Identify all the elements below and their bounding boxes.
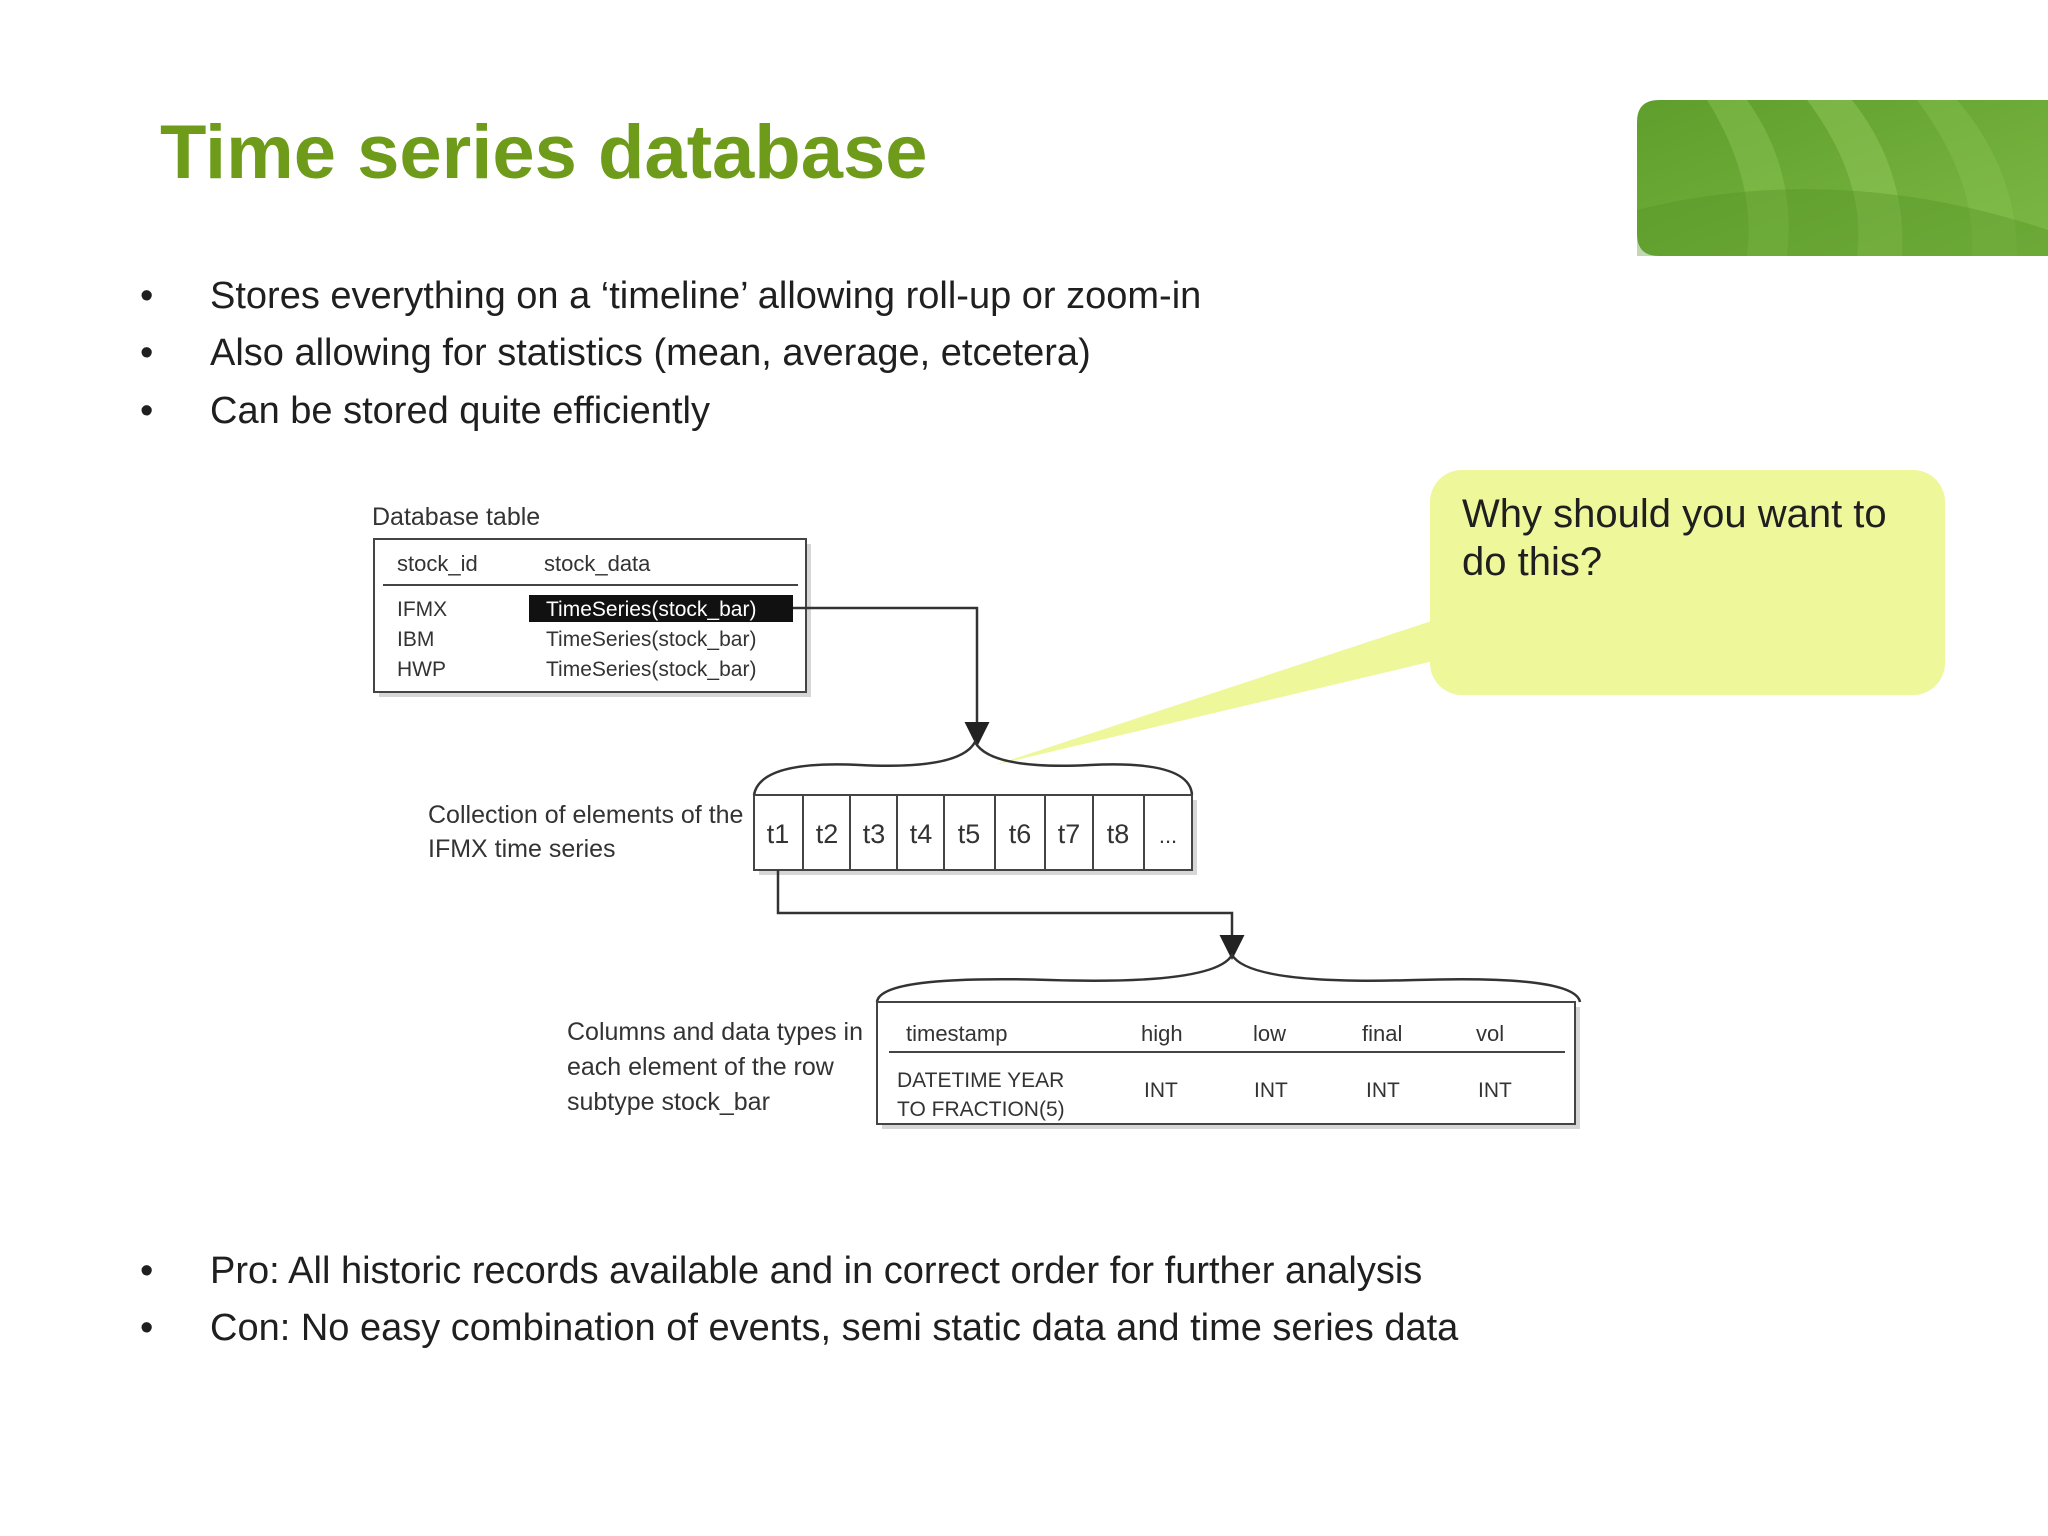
connector-arrow-1 <box>793 606 990 747</box>
slide-title: Time series database <box>160 110 928 195</box>
columns-label-line: Columns and data types in <box>567 1018 863 1046</box>
db-table-caption: Database table <box>372 503 540 531</box>
columns-table-box <box>876 1001 1576 1125</box>
column-header: vol <box>1476 1021 1504 1046</box>
column-type: INT <box>1478 1079 1512 1102</box>
columns-brace <box>875 952 1582 1003</box>
element-cell: t4 <box>910 819 933 849</box>
db-header-stock-data: stock_data <box>544 551 651 576</box>
db-row-id: IBM <box>397 628 434 651</box>
columns-label-line: each element of the row <box>567 1053 835 1081</box>
db-row-highlight <box>529 595 793 622</box>
column-header: final <box>1362 1021 1402 1046</box>
bullet-text: Also allowing for statistics (mean, aver… <box>210 332 1091 374</box>
element-cell: ... <box>1159 823 1177 848</box>
bullet-text: Can be stored quite efficiently <box>210 390 710 432</box>
column-header: high <box>1141 1021 1183 1046</box>
column-type: INT <box>1144 1079 1178 1102</box>
callout-pointer <box>995 605 1480 765</box>
collection-label-line: Collection of elements of the <box>428 801 743 829</box>
element-cell: t8 <box>1107 819 1130 849</box>
bullet-text: Con: No easy combination of events, semi… <box>210 1307 1459 1349</box>
db-header-stock-id: stock_id <box>397 551 478 576</box>
db-row-data: TimeSeries(stock_bar) <box>546 628 756 651</box>
collection-brace <box>752 739 1194 796</box>
bullet-marker: • <box>140 390 154 432</box>
bullet-text: Pro: All historic records available and … <box>210 1250 1423 1292</box>
decorative-green-banner <box>1637 100 2048 256</box>
columns-label-line: subtype stock_bar <box>567 1088 770 1116</box>
element-cell: t1 <box>767 819 790 849</box>
collection-box <box>753 794 1193 871</box>
bullet-marker: • <box>140 1307 154 1349</box>
element-cell: t6 <box>1009 819 1032 849</box>
column-header: timestamp <box>906 1021 1007 1046</box>
connector-arrow-2 <box>776 870 1245 960</box>
db-row-id: HWP <box>397 658 446 681</box>
element-cell: t2 <box>816 819 839 849</box>
column-header: low <box>1253 1021 1286 1046</box>
element-cell: t5 <box>958 819 981 849</box>
column-type: TO FRACTION(5) <box>897 1098 1065 1121</box>
db-row-id: IFMX <box>397 598 447 621</box>
db-row-data: TimeSeries(stock_bar) <box>546 658 756 681</box>
callout-text: Why should you want to do this? <box>1462 492 1887 584</box>
column-type: DATETIME YEAR <box>897 1069 1064 1092</box>
bullet-marker: • <box>140 332 154 374</box>
callout-box <box>1430 470 1945 695</box>
db-row-data-highlighted: TimeSeries(stock_bar) <box>546 598 756 621</box>
bullet-marker: • <box>140 275 154 317</box>
collection-label-line: IFMX time series <box>428 835 616 863</box>
bullet-marker: • <box>140 1250 154 1292</box>
element-cell: t7 <box>1058 819 1081 849</box>
bullet-text: Stores everything on a ‘timeline’ allowi… <box>210 275 1202 317</box>
column-type: INT <box>1366 1079 1400 1102</box>
collection-cell-dividers <box>802 795 1145 870</box>
column-type: INT <box>1254 1079 1288 1102</box>
element-cell: t3 <box>863 819 886 849</box>
